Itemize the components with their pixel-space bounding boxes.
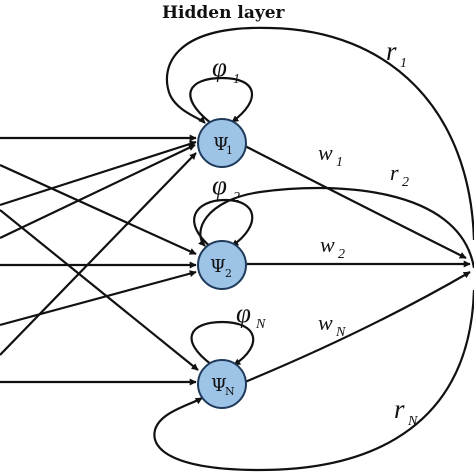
self-weight-label-n: φ N	[236, 298, 266, 332]
recurrent-weight-label-1: r 1	[386, 36, 407, 71]
input-edge	[0, 144, 196, 239]
node-circle	[197, 359, 247, 409]
input-edge	[0, 163, 197, 256]
recurrent-edge-2	[198, 186, 474, 269]
output-edge-1	[244, 145, 467, 259]
node-subscript: N	[225, 385, 235, 398]
node-circle	[197, 118, 247, 168]
hidden-node-1: Ψ 1	[197, 118, 247, 168]
output-weight-label-n: w N	[318, 310, 346, 340]
recurrent-weight-label-2: r 2	[390, 160, 409, 190]
phi-subscript: 1	[233, 72, 240, 87]
recurrent-edge-n	[153, 289, 474, 472]
diagram-title: Hidden layer	[162, 3, 286, 23]
node-subscript: 1	[226, 144, 233, 157]
self-weight-label-2: φ 2	[212, 170, 240, 205]
self-loops	[189, 76, 255, 366]
input-edge	[0, 270, 197, 327]
node-symbol: Ψ	[213, 134, 229, 155]
phi-symbol: φ	[236, 298, 251, 328]
r-subscript: N	[407, 414, 418, 429]
input-edge	[0, 152, 197, 356]
w-symbol: w	[320, 232, 335, 257]
output-weight-label-2: w 2	[320, 232, 345, 262]
output-edge-n	[244, 271, 471, 384]
self-loop-1	[189, 76, 253, 125]
input-edge	[0, 140, 197, 207]
recurrent-edge-1	[165, 26, 474, 241]
recurrent-edges	[153, 26, 474, 472]
self-loop-n	[190, 320, 255, 366]
phi-symbol: φ	[212, 170, 227, 200]
input-edge	[0, 209, 199, 371]
r-symbol: r	[394, 394, 405, 424]
node-symbol: Ψ	[210, 256, 226, 277]
node-circle	[197, 240, 247, 290]
r-symbol: r	[390, 160, 399, 185]
recurrent-weight-label-n: r N	[394, 394, 418, 429]
w-symbol: w	[318, 140, 333, 165]
node-subscript: 2	[225, 267, 232, 280]
hidden-node-2: Ψ 2	[197, 240, 247, 290]
w-symbol: w	[318, 310, 333, 335]
self-loop-2	[193, 198, 254, 249]
output-edges	[244, 145, 471, 384]
r-subscript: 1	[400, 56, 407, 71]
self-weight-label-1: φ 1	[212, 52, 240, 87]
input-edges	[0, 134, 199, 386]
w-subscript: N	[335, 325, 346, 340]
phi-symbol: φ	[212, 52, 227, 82]
output-weight-label-1: w 1	[318, 140, 343, 170]
phi-subscript: 2	[233, 190, 240, 205]
phi-subscript: N	[255, 317, 266, 332]
hidden-node-n: Ψ N	[197, 359, 247, 409]
w-subscript: 2	[338, 247, 345, 262]
node-symbol: Ψ	[211, 375, 227, 396]
r-subscript: 2	[402, 175, 409, 190]
r-symbol: r	[386, 36, 397, 66]
w-subscript: 1	[336, 155, 343, 170]
